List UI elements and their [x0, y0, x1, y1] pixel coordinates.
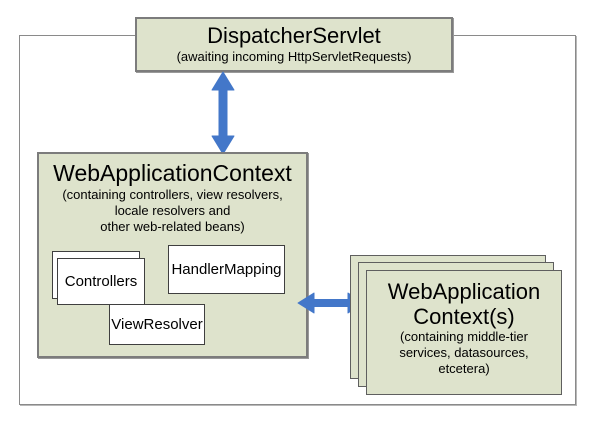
web-context-subtitle-line-2: locale resolvers and — [114, 203, 231, 218]
web-context-subtitle-line-3: other web-related beans) — [100, 219, 245, 234]
web-context-subtitle-line-1: (containing controllers, view resolvers, — [62, 187, 283, 202]
dispatcher-servlet-title: DispatcherServlet — [207, 23, 381, 48]
web-application-context-title: WebApplicationContext — [53, 160, 292, 186]
contexts-subtitle-line-2: services, datasources, — [399, 345, 529, 360]
view-resolver-label: ViewResolver — [111, 316, 203, 333]
contexts-subtitle-line-1: (containing middle-tier — [400, 329, 528, 344]
contexts-title-line-1: WebApplication — [387, 279, 541, 304]
web-application-context-box: WebApplicationContext (containing contro… — [37, 152, 308, 358]
web-application-contexts-box: WebApplication Context(s) (containing mi… — [366, 270, 562, 395]
contexts-subtitle-line-3: etcetera) — [438, 361, 490, 376]
controllers-box: Controllers — [57, 258, 145, 305]
dispatcher-servlet-subtitle: (awaiting incoming HttpServletRequests) — [176, 49, 412, 64]
handler-mapping-label: HandlerMapping — [171, 261, 282, 278]
contexts-title-line-2: Context(s) — [413, 304, 515, 329]
controllers-label: Controllers — [64, 273, 138, 290]
dispatcher-servlet-box: DispatcherServlet (awaiting incoming Htt… — [135, 17, 453, 72]
view-resolver-box: ViewResolver — [109, 304, 205, 345]
handler-mapping-box: HandlerMapping — [168, 245, 285, 294]
vertical-double-arrow-icon — [211, 71, 235, 155]
